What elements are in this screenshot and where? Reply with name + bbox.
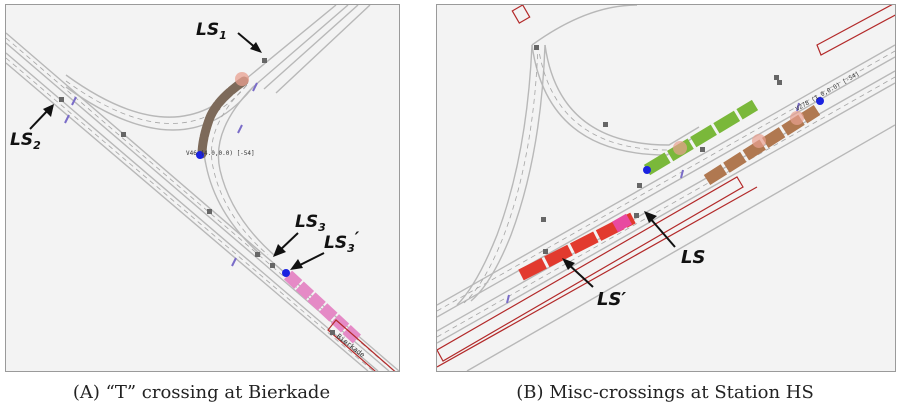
vehicle-blue-a1[interactable] bbox=[196, 151, 204, 159]
arrow-ls bbox=[644, 211, 676, 248]
signals bbox=[64, 82, 258, 267]
train-red[interactable] bbox=[518, 212, 636, 281]
ne-branch-track bbox=[240, 5, 371, 94]
panel-b-map: V278 (1.0,0.0) [-54] LS LS′ bbox=[437, 5, 895, 371]
vehicle-blue-b2[interactable] bbox=[816, 97, 824, 105]
train-label-a: V46 (4.0,0.0) [-54] bbox=[186, 150, 255, 157]
label-ls2: LS2 bbox=[10, 130, 41, 152]
panel-a-map: V46 (4.0,0.0) [-54] Bierkade LS1 LS2 LS3… bbox=[6, 5, 399, 371]
panel-b-misc-crossings: V278 (1.0,0.0) [-54] LS LS′ bbox=[436, 4, 896, 372]
highlight-marker-b1 bbox=[673, 141, 687, 155]
caption-a: (A) “T” crossing at Bierkade bbox=[72, 382, 331, 403]
arrow-ls-prime bbox=[562, 258, 594, 288]
vehicle-blue-a2[interactable] bbox=[282, 269, 290, 277]
highlight-marker-b2 bbox=[752, 134, 766, 148]
arrow-ls2 bbox=[29, 104, 54, 130]
label-ls3: LS3 bbox=[295, 212, 326, 234]
red-zone bbox=[327, 319, 396, 371]
arrow-ls1 bbox=[237, 32, 262, 53]
arrow-ls3-prime bbox=[290, 252, 325, 270]
highlight-marker bbox=[235, 72, 249, 86]
train-red-front bbox=[612, 213, 632, 233]
red-zones bbox=[437, 5, 895, 368]
caption-b: (B) Misc-crossings at Station HS bbox=[516, 382, 814, 403]
arrow-ls3 bbox=[273, 232, 299, 257]
train-green[interactable] bbox=[643, 99, 759, 176]
label-ls3-prime: LS3′ bbox=[324, 229, 360, 255]
panel-a-t-crossing: V46 (4.0,0.0) [-54] Bierkade LS1 LS2 LS3… bbox=[5, 4, 400, 372]
signals bbox=[506, 102, 800, 304]
curve-tracks bbox=[65, 74, 275, 256]
sensor-blocks bbox=[534, 45, 782, 254]
train-label-b: V278 (1.0,0.0) [-54] bbox=[795, 71, 861, 113]
sensor-blocks bbox=[59, 58, 335, 335]
vehicle-blue-b1[interactable] bbox=[643, 166, 651, 174]
highlight-marker-b3 bbox=[790, 111, 804, 125]
train-grey[interactable] bbox=[197, 76, 249, 160]
label-ls1: LS1 bbox=[196, 20, 227, 42]
curve-tracks bbox=[456, 5, 700, 306]
label-ls: LS bbox=[681, 247, 705, 268]
label-ls-prime: LS′ bbox=[597, 289, 626, 310]
